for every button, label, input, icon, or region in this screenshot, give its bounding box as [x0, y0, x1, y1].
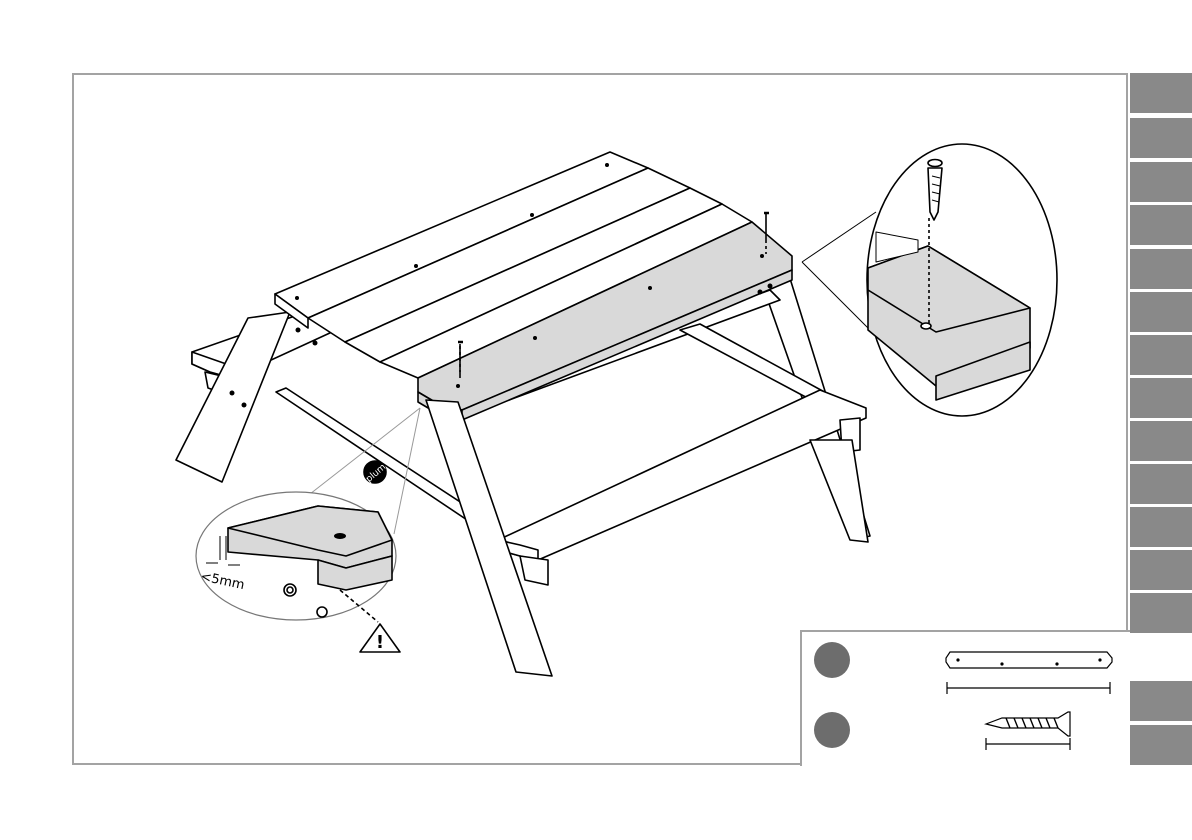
screw-detail-callout [802, 144, 1057, 416]
chapter-tab-11[interactable] [1130, 507, 1192, 547]
front-bench [498, 390, 868, 585]
chapter-tab-1[interactable] [1130, 73, 1192, 113]
chapter-tab-15[interactable] [1130, 725, 1192, 765]
chapter-tab-6[interactable] [1130, 292, 1192, 332]
chapter-tab-7[interactable] [1130, 335, 1192, 375]
screw-icon [986, 712, 1070, 750]
chapter-tab-3[interactable] [1130, 162, 1192, 202]
chapter-tab-9[interactable] [1130, 421, 1192, 461]
parts-list [800, 630, 1130, 766]
chapter-tab-4[interactable] [1130, 205, 1192, 245]
chapter-tab-13[interactable] [1130, 593, 1192, 633]
chapter-tab-2[interactable] [1130, 118, 1192, 158]
plank-icon [946, 652, 1112, 694]
chapter-tab-8[interactable] [1130, 378, 1192, 418]
table-top [275, 152, 792, 420]
warning-symbol: ! [376, 632, 384, 653]
chapter-tab-10[interactable] [1130, 464, 1192, 504]
corner-detail-callout [196, 492, 396, 622]
chapter-tab-12[interactable] [1130, 550, 1192, 590]
chapter-tab-5[interactable] [1130, 249, 1192, 289]
chapter-tab-14[interactable] [1130, 681, 1192, 721]
